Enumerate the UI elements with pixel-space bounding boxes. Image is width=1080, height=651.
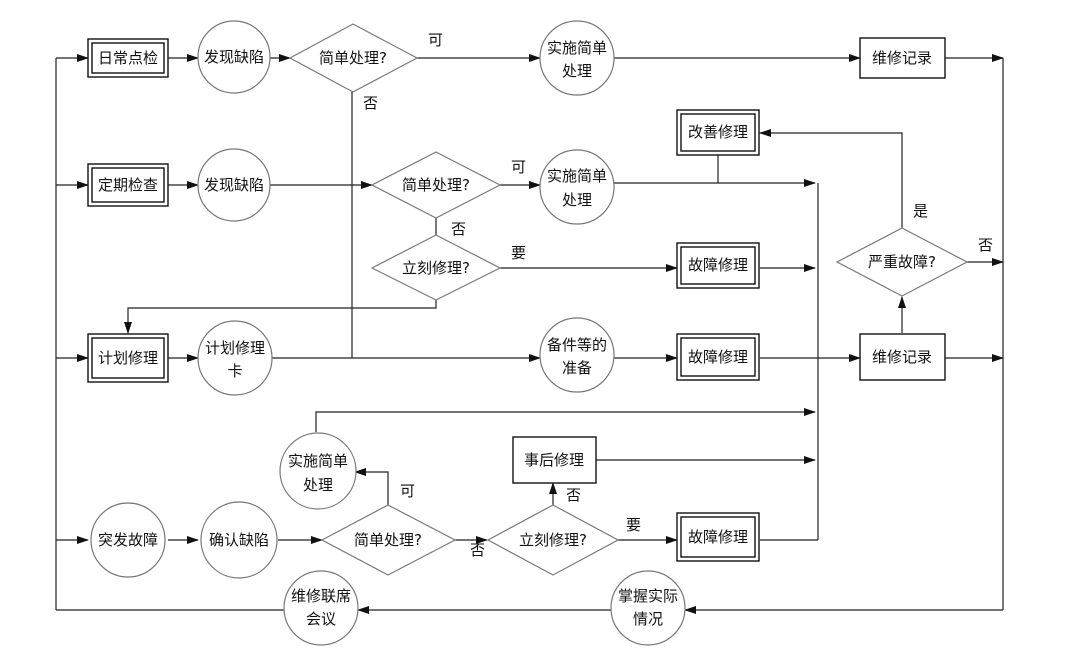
node-sudden-fault: 突发故障 (90, 502, 166, 578)
node-fault-repair-3-label: 故障修理 (688, 528, 748, 546)
label-q2-no: 否 (451, 220, 466, 238)
node-simple-fix-1-line2: 处理 (562, 62, 592, 80)
connectors (55, 54, 1004, 614)
edge-serious-yes (759, 129, 903, 228)
node-simple-q1: 简单处理? (288, 23, 419, 93)
node-simple-fix-3: 实施简单 处理 (279, 432, 357, 510)
node-planned-repair: 计划修理 (87, 333, 169, 383)
node-after-repair: 事后修理 (512, 436, 597, 484)
edge-iq1-planned (124, 300, 437, 334)
node-fault-repair-3: 故障修理 (676, 512, 760, 562)
node-joint-meeting-line2: 会议 (306, 610, 336, 628)
edge-labels: 可 否 可 否 要 是 否 可 否 要 否 (363, 31, 993, 559)
label-q3-yes: 可 (400, 482, 415, 500)
node-plan-card: 计划修理 卡 (197, 320, 273, 396)
node-daily-inspection: 日常点检 (87, 38, 169, 78)
node-periodic-inspection: 定期检查 (87, 163, 169, 207)
node-immediate-q1: 立刻修理? (370, 234, 502, 301)
node-simple-q3-label: 简单处理? (354, 531, 422, 549)
node-grasp-situation-line2: 情况 (633, 610, 663, 628)
node-simple-q2: 简单处理? (370, 151, 502, 219)
node-spare-prep: 备件等的 准备 (539, 317, 615, 393)
node-serious-fault-label: 严重故障? (868, 253, 936, 271)
label-serious-no: 否 (978, 236, 993, 254)
node-immediate-q1-label: 立刻修理? (402, 259, 470, 277)
node-sudden-fault-label: 突发故障 (98, 531, 158, 549)
node-simple-q2-label: 简单处理? (402, 176, 470, 194)
node-fault-repair-1-label: 故障修理 (688, 256, 748, 274)
node-record-2-label: 维修记录 (872, 348, 932, 366)
node-confirm-defect: 确认缺陷 (200, 501, 278, 579)
node-simple-fix-3-line2: 处理 (303, 476, 333, 494)
node-improve-repair-label: 改善修理 (688, 123, 748, 141)
label-q1-no: 否 (363, 94, 378, 112)
node-find-defect-2-label: 发现缺陷 (204, 176, 264, 194)
node-find-defect-1: 发现缺陷 (197, 20, 271, 94)
node-simple-fix-3-line1: 实施简单 (288, 452, 348, 470)
node-simple-fix-1: 实施简单 处理 (539, 20, 615, 96)
label-serious-yes: 是 (913, 202, 928, 220)
label-q2-yes: 可 (511, 158, 526, 176)
node-plan-card-line2: 卡 (227, 362, 242, 380)
node-joint-meeting: 维修联席 会议 (283, 570, 359, 646)
node-confirm-defect-label: 确认缺陷 (209, 531, 269, 549)
node-fault-repair-2-label: 故障修理 (688, 348, 748, 366)
node-daily-inspection-label: 日常点检 (98, 49, 158, 67)
node-spare-prep-line1: 备件等的 (547, 336, 607, 354)
node-after-repair-label: 事后修理 (524, 451, 584, 469)
label-iq2-yes: 要 (626, 516, 641, 534)
nodes: 日常点检 发现缺陷 简单处理? 实施简单 处理 维修记录 改善修理 (87, 20, 969, 646)
node-simple-fix-2: 实施简单 处理 (539, 149, 615, 225)
node-simple-fix-1-line1: 实施简单 (547, 39, 607, 57)
edge-fix3-join (315, 408, 816, 432)
node-grasp-situation: 掌握实际 情况 (610, 570, 686, 646)
node-simple-fix-2-line1: 实施简单 (547, 167, 607, 185)
node-improve-repair: 改善修理 (676, 109, 760, 156)
node-serious-fault: 严重故障? (835, 227, 969, 297)
label-q3-no: 否 (470, 541, 485, 559)
node-record-2: 维修记录 (859, 333, 946, 381)
node-find-defect-1-label: 发现缺陷 (204, 48, 264, 66)
node-grasp-situation-line1: 掌握实际 (618, 587, 678, 605)
node-simple-q1-label: 简单处理? (319, 49, 387, 67)
label-q1-yes: 可 (428, 31, 443, 49)
node-record-1-label: 维修记录 (872, 49, 932, 67)
node-immediate-q2: 立刻修理? (486, 504, 620, 576)
label-iq1-yes: 要 (511, 244, 526, 262)
node-record-1: 维修记录 (859, 37, 946, 79)
label-iq2-no: 否 (566, 486, 581, 504)
node-planned-repair-label: 计划修理 (98, 349, 158, 367)
node-joint-meeting-line1: 维修联席 (291, 587, 351, 605)
node-periodic-inspection-label: 定期检查 (98, 176, 158, 194)
node-simple-q3: 简单处理? (320, 504, 457, 576)
node-fault-repair-2: 故障修理 (676, 333, 760, 381)
node-immediate-q2-label: 立刻修理? (519, 531, 587, 549)
node-find-defect-2: 发现缺陷 (197, 148, 271, 222)
node-plan-card-line1: 计划修理 (205, 339, 265, 357)
node-fault-repair-1: 故障修理 (676, 242, 760, 289)
node-simple-fix-2-line2: 处理 (562, 191, 592, 209)
node-spare-prep-line2: 准备 (562, 359, 592, 377)
